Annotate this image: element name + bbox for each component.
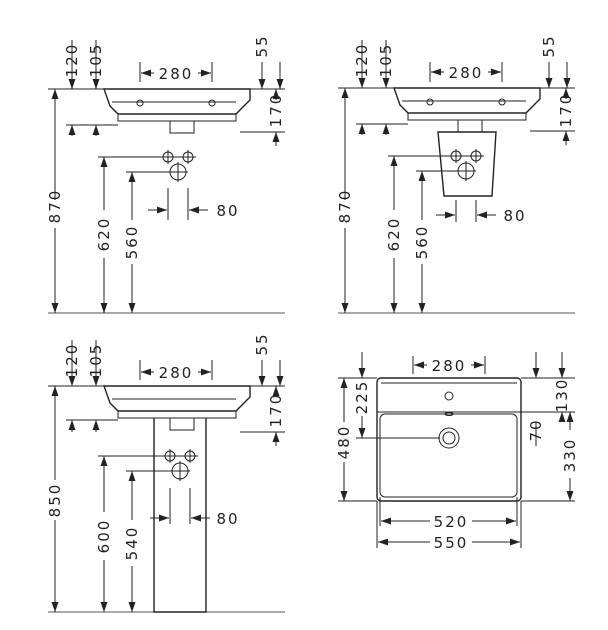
dim-55: 55: [253, 332, 271, 355]
tap-hole: [208, 99, 216, 107]
dim-280: 280: [159, 364, 194, 382]
dim-70: 70: [527, 418, 545, 441]
tap-hole: [136, 99, 144, 107]
dim-520: 520: [434, 513, 469, 531]
dim-550: 550: [434, 534, 469, 552]
dim-225: 225: [353, 380, 371, 415]
dim-600: 600: [95, 519, 113, 554]
dim-105: 105: [87, 43, 105, 78]
full-pedestal: [153, 418, 207, 613]
dim-870: 870: [336, 189, 354, 224]
dim-120: 120: [63, 343, 81, 378]
dim-170: 170: [557, 93, 575, 128]
dim-480: 480: [335, 425, 353, 460]
view-bottom-left: 120 105 850 600 540 280 55 170 80: [46, 332, 285, 613]
dim-170: 170: [267, 393, 285, 428]
dim-540: 540: [123, 526, 141, 561]
waste-outlet: [457, 120, 483, 133]
tap-hole: [498, 98, 506, 106]
view-top-right: 120 105 870 620 560 280 55 170 80: [336, 34, 575, 314]
bowl-outline: [379, 413, 518, 498]
dim-560: 560: [413, 225, 431, 260]
dim-120: 120: [63, 43, 81, 78]
dim-80: 80: [503, 207, 526, 225]
view-plan: 280 225 480 130 70 330 520 550: [335, 352, 579, 552]
dim-55: 55: [540, 34, 558, 57]
dim-280: 280: [159, 65, 194, 83]
dim-560: 560: [123, 225, 141, 260]
basin-bottom: [117, 114, 237, 122]
dim-330: 330: [561, 438, 579, 473]
basin-outline: [376, 377, 522, 502]
dim-280: 280: [432, 357, 467, 375]
dim-850: 850: [46, 483, 64, 518]
dim-80: 80: [216, 202, 239, 220]
dim-170: 170: [267, 93, 285, 128]
overflow-slot: [444, 412, 454, 416]
waste-outlet: [169, 418, 195, 431]
dim-105: 105: [377, 43, 395, 78]
dim-870: 870: [46, 189, 64, 224]
basin-bottom: [117, 411, 237, 419]
dim-130: 130: [553, 378, 571, 413]
drain-inner: [442, 431, 456, 445]
dim-120: 120: [353, 43, 371, 78]
dim-55: 55: [253, 34, 271, 57]
tap-hole: [426, 98, 434, 106]
dim-105: 105: [87, 343, 105, 378]
dim-620: 620: [385, 217, 403, 252]
half-pedestal: [437, 131, 497, 197]
view-top-left: 120 105 870 620 560 280 55 170 80: [46, 34, 285, 314]
waste-outlet: [169, 121, 195, 134]
drain-icon: [438, 427, 460, 449]
dim-620: 620: [95, 217, 113, 252]
dim-280: 280: [449, 64, 484, 82]
basin-bottom: [407, 113, 527, 121]
tap-hole: [444, 391, 454, 401]
dim-80: 80: [216, 510, 239, 528]
